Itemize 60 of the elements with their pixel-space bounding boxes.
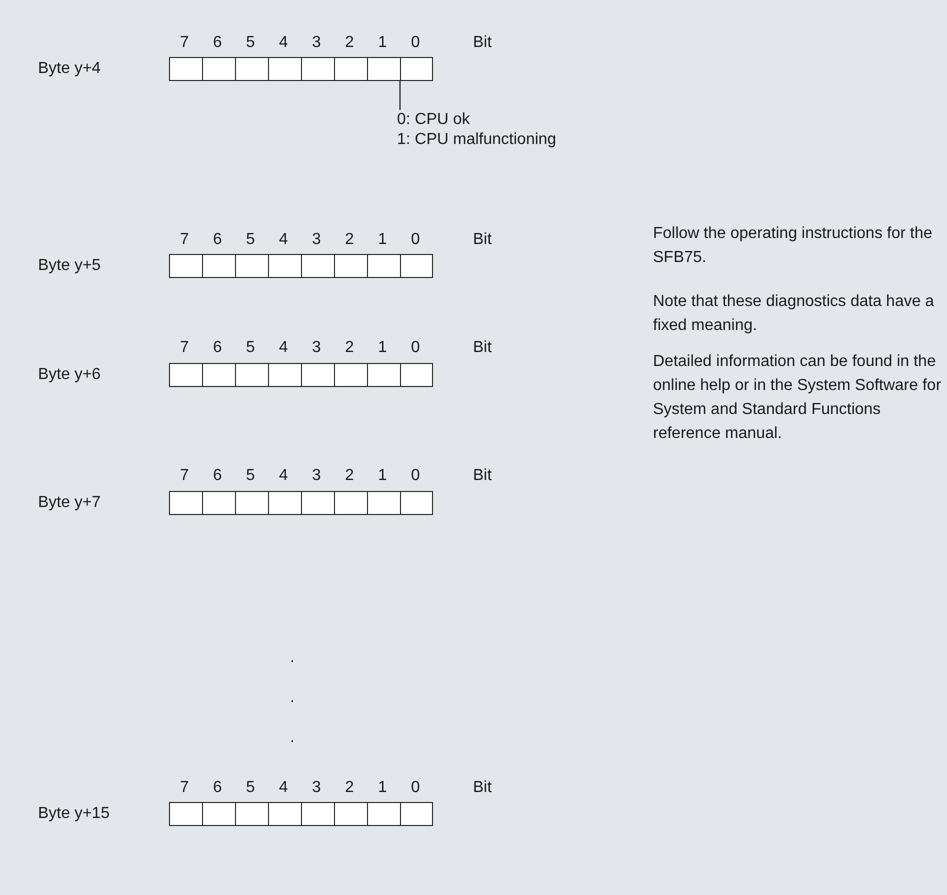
- bit-number: 1: [378, 33, 387, 53]
- bit-number: 1: [378, 230, 387, 250]
- note-text: Note that these diagnostics data have a fixed meaning.: [653, 292, 936, 336]
- bit-number: 7: [180, 338, 189, 358]
- bit-number: 3: [312, 230, 321, 250]
- bit-number: 3: [312, 33, 321, 53]
- bit-number: 3: [312, 466, 321, 486]
- bit-number: 0: [411, 778, 420, 798]
- bit-number: 2: [345, 230, 354, 250]
- bit-number: 2: [345, 33, 354, 53]
- bit-number: 7: [180, 778, 189, 798]
- bit-cell: [400, 57, 433, 81]
- bit-number: 2: [345, 778, 354, 798]
- bit-number: 1: [378, 778, 387, 798]
- byte-label: Byte y+7: [38, 493, 101, 513]
- bit-number: 5: [246, 466, 255, 486]
- note-text: Follow the operating instructions for the SFB75.: [653, 224, 934, 268]
- leader-line: [399, 81, 401, 110]
- bit-number: 6: [213, 466, 222, 486]
- bit-number: 6: [213, 338, 222, 358]
- bit-value-text: 0: CPU ok: [397, 110, 471, 130]
- byte-label: Byte y+15: [38, 804, 110, 824]
- bit-heading: Bit: [473, 230, 492, 250]
- bit-number: 1: [378, 338, 387, 358]
- bit-heading: Bit: [473, 33, 492, 53]
- bit-number: 0: [411, 33, 420, 53]
- bit-number: 6: [213, 778, 222, 798]
- byte-label: Byte y+4: [38, 59, 101, 79]
- bit-number: 0: [411, 466, 420, 486]
- bit-number: 3: [312, 778, 321, 798]
- ellipsis-dot: .: [290, 688, 294, 708]
- bit-heading: Bit: [473, 778, 492, 798]
- bit-number: 6: [213, 33, 222, 53]
- note-text: Detailed information can be found in the online help or in the System Software for System and Standard Functions reference manual.: [653, 352, 942, 444]
- bit-number: 1: [378, 466, 387, 486]
- bit-number: 0: [411, 338, 420, 358]
- bit-number: 7: [180, 33, 189, 53]
- bit-number: 7: [180, 230, 189, 250]
- bit-number: 5: [246, 33, 255, 53]
- bit-number: 4: [279, 33, 288, 53]
- bit-number: 5: [246, 778, 255, 798]
- bit-number: 2: [345, 466, 354, 486]
- bit-number: 3: [312, 338, 321, 358]
- bit-value-text: 1: CPU malfunctioning: [397, 130, 556, 150]
- bit-number: 7: [180, 466, 189, 486]
- bit-number: 4: [279, 778, 288, 798]
- bit-number: 2: [345, 338, 354, 358]
- byte-label: Byte y+5: [38, 256, 101, 276]
- bit-number: 5: [246, 338, 255, 358]
- bit-number: 4: [279, 338, 288, 358]
- bit-number: 6: [213, 230, 222, 250]
- bit-number: 0: [411, 230, 420, 250]
- ellipsis-dot: .: [290, 728, 294, 748]
- bit-heading: Bit: [473, 466, 492, 486]
- bit-number: 4: [279, 466, 288, 486]
- bit-number: 5: [246, 230, 255, 250]
- bit-heading: Bit: [473, 338, 492, 358]
- ellipsis-dot: .: [290, 648, 294, 668]
- byte-label: Byte y+6: [38, 365, 101, 385]
- bit-number: 4: [279, 230, 288, 250]
